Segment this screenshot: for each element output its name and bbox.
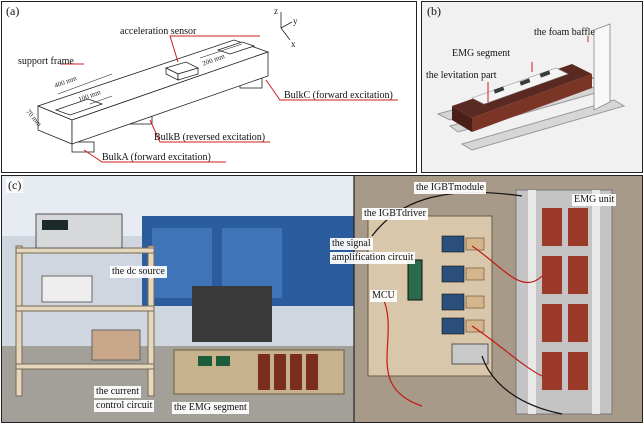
label-emg-segment-c: the EMG segment — [172, 402, 249, 414]
axis-z: z — [274, 6, 278, 16]
label-emg-unit: EMG unit — [572, 194, 617, 206]
label-signal-amp-line2: amplification circuit — [330, 252, 416, 264]
panel-b-tag: (b) — [427, 4, 441, 18]
label-dc-source: the dc source — [110, 266, 167, 278]
panel-b: (b) the foam baffle EMG segment the levi… — [421, 1, 643, 173]
label-mcu: MCU — [370, 290, 397, 302]
label-bulk-a: BulkA (forward excitation) — [102, 152, 211, 163]
label-signal-amp-line1: the signal — [330, 238, 373, 250]
label-bulk-c: BulkC (forward excitation) — [284, 90, 393, 101]
axis-y: y — [293, 16, 298, 26]
panel-c: (c) the dc source the current control ci… — [1, 175, 643, 423]
label-acceleration-sensor: acceleration sensor — [120, 26, 197, 37]
label-current-control-line1: the current — [94, 386, 142, 398]
panel-a-tag: (a) — [6, 4, 20, 18]
panel-a: (a) acceleration sensor support frame Bu… — [1, 1, 417, 173]
label-foam-baffle: the foam baffle — [534, 27, 595, 38]
label-support-frame: support frame — [18, 56, 74, 67]
label-bulk-b: BulkB (reversed excitation) — [154, 132, 266, 143]
label-igbt-driver: the IGBTdriver — [362, 208, 428, 220]
levitation-render — [436, 23, 626, 151]
label-igbt-module: the IGBTmodule — [414, 182, 487, 194]
label-current-control-line2: control circuit — [94, 400, 155, 412]
label-emg-segment-b: EMG segment — [452, 48, 511, 59]
panel-c-tag: (c) — [6, 178, 24, 193]
axis-x: x — [291, 39, 296, 49]
frame-drawing — [36, 12, 398, 163]
label-levitation-part: the levitation part — [426, 70, 497, 81]
